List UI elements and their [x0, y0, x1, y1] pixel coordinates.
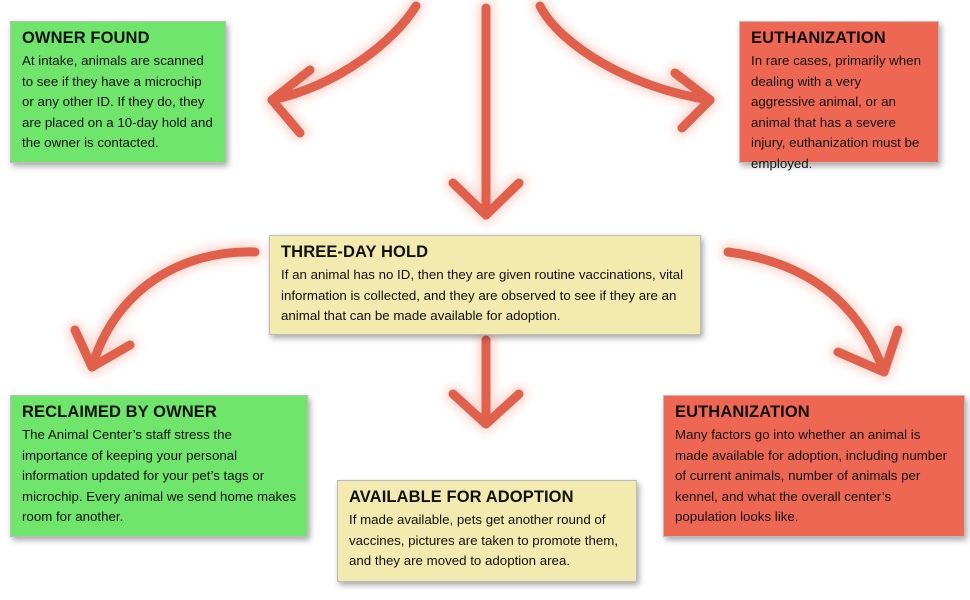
owner-found-title: OWNER FOUND: [22, 29, 150, 47]
available-for-adoption-box: AVAILABLE FOR ADOPTION If made available…: [337, 480, 637, 582]
owner-found-box: OWNER FOUND At intake, animals are scann…: [10, 21, 226, 163]
arrowhead-euthanization-top: [670, 68, 715, 133]
euthanization-bottom-title: EUTHANIZATION: [675, 403, 810, 421]
reclaimed-by-owner-text: The Animal Center’s staff stress the imp…: [22, 427, 297, 524]
arrowhead-owner-found: [267, 65, 315, 138]
euthanization-top-text: In rare cases, primarily when dealing wi…: [751, 53, 921, 171]
arrowhead-adoption: [448, 389, 524, 429]
reclaimed-by-owner-box: RECLAIMED BY OWNER The Animal Center’s s…: [10, 395, 308, 537]
available-for-adoption-title: AVAILABLE FOR ADOPTION: [349, 488, 574, 506]
euthanization-bottom-box: EUTHANIZATION Many factors go into wheth…: [663, 395, 965, 537]
euthanization-top-box: EUTHANIZATION In rare cases, primarily w…: [739, 21, 939, 171]
arrow-to-euthanization-bottom: [723, 247, 889, 377]
arrowhead-euthanization-bottom: [833, 325, 903, 377]
owner-found-text: At intake, animals are scanned to see if…: [22, 53, 213, 150]
reclaimed-by-owner-title: RECLAIMED BY OWNER: [22, 403, 217, 421]
three-day-hold-text: If an animal has no ID, then they are gi…: [281, 267, 684, 323]
arrowhead-three-day-hold: [448, 178, 524, 220]
euthanization-top-title: EUTHANIZATION: [751, 29, 886, 47]
euthanization-bottom-text: Many factors go into whether an animal i…: [675, 427, 948, 524]
three-day-hold-title: THREE-DAY HOLD: [281, 243, 429, 261]
available-for-adoption-text: If made available, pets get another roun…: [349, 512, 619, 568]
three-day-hold-box: THREE-DAY HOLD If an animal has no ID, t…: [269, 235, 701, 335]
arrow-to-owner-found: [267, 1, 421, 105]
arrowhead-reclaimed: [70, 325, 135, 372]
arrow-to-reclaimed: [87, 247, 260, 372]
arrow-to-euthanization-top: [535, 1, 715, 105]
